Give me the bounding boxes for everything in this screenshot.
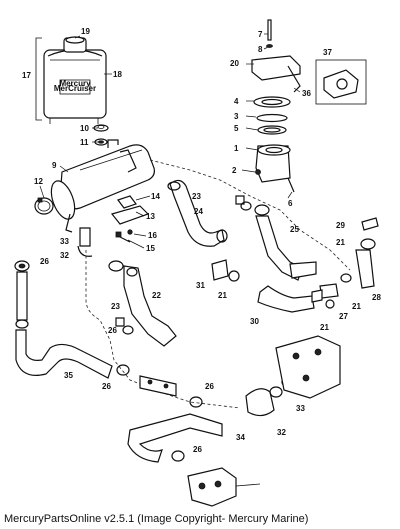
hose-routing-line-right: [149, 159, 351, 271]
copyright-caption: MercuryPartsOnline v2.5.1 (Image Copyrig…: [4, 513, 309, 525]
hose-33-32-upper[interactable]: [77, 227, 93, 257]
housing-cover-37[interactable]: [315, 59, 367, 105]
hose-30[interactable]: [211, 259, 339, 313]
callout-36: 36: [302, 89, 311, 98]
callout-23-lower: 23: [111, 302, 120, 311]
callout-21-lower: 21: [320, 323, 329, 332]
callout-21-center: 21: [218, 291, 227, 300]
callout-12: 12: [34, 177, 43, 186]
callout-17: 17: [22, 71, 31, 80]
callout-2: 2: [232, 166, 237, 175]
callout-22: 22: [152, 291, 161, 300]
hose-24[interactable]: [167, 179, 252, 247]
hose-25[interactable]: [254, 204, 317, 281]
callout-29: 29: [336, 221, 345, 230]
callout-21-upper-right: 21: [336, 238, 345, 247]
callout-24: 24: [194, 207, 203, 216]
callout-4: 4: [234, 97, 239, 106]
callout-10: 10: [80, 124, 89, 133]
callout-33-upper: 33: [60, 237, 69, 246]
hose-22[interactable]: [108, 260, 177, 347]
thermostat-housing-assembly[interactable]: [251, 19, 301, 193]
callout-15: 15: [146, 244, 155, 253]
callout-21-right: 21: [352, 302, 361, 311]
callout-26-lower-left: 26: [108, 326, 117, 335]
callout-3: 3: [234, 112, 239, 121]
callout-labels: 19 17 18 10 11 9 12 14 13 16 15 33 32 26…: [22, 27, 381, 454]
callout-23-center: 23: [192, 192, 201, 201]
callout-37: 37: [323, 48, 332, 57]
callout-18: 18: [113, 70, 122, 79]
engine-block-fragment-right: [275, 335, 341, 399]
callout-13: 13: [146, 212, 155, 221]
callout-14: 14: [151, 192, 160, 201]
leader-lines: [39, 33, 301, 249]
callout-30: 30: [250, 317, 259, 326]
callout-8: 8: [258, 45, 263, 54]
hose-clamp-12[interactable]: [34, 197, 54, 215]
callout-11: 11: [80, 138, 89, 147]
callout-6: 6: [288, 199, 293, 208]
callout-32-upper: 32: [60, 251, 69, 260]
callout-34: 34: [236, 433, 245, 442]
callout-33-lower: 33: [296, 404, 305, 413]
callout-26-left: 26: [40, 257, 49, 266]
callout-27: 27: [339, 312, 348, 321]
callout-9: 9: [52, 161, 57, 170]
mounting-bracket[interactable]: [110, 195, 150, 243]
callout-5: 5: [234, 124, 239, 133]
engine-block-fragment-bottom: [187, 467, 261, 507]
hose-28[interactable]: [340, 217, 379, 289]
callout-20: 20: [230, 59, 239, 68]
callout-16: 16: [148, 231, 157, 240]
cap-washer-parts[interactable]: [93, 124, 109, 146]
callout-32-lower: 32: [277, 428, 286, 437]
callout-28: 28: [372, 293, 381, 302]
callout-1: 1: [234, 144, 239, 153]
callout-26-bottom: 26: [193, 445, 202, 454]
callout-19: 19: [81, 27, 90, 36]
hose-routing-line-left: [85, 250, 241, 409]
callout-26-center: 26: [205, 382, 214, 391]
callout-31: 31: [196, 281, 205, 290]
coolant-reservoir[interactable]: Mercury MerCruiser: [35, 36, 107, 124]
callout-26-bottom-left: 26: [102, 382, 111, 391]
hose-35[interactable]: [14, 260, 130, 379]
callout-35: 35: [64, 371, 73, 380]
lower-hose-assembly[interactable]: [127, 375, 295, 463]
reservoir-brand-sublabel: MerCruiser: [54, 84, 96, 93]
reservoir-brand-label: Mercury: [59, 79, 91, 88]
callout-25: 25: [290, 225, 299, 234]
callout-7: 7: [258, 30, 263, 39]
heat-exchanger[interactable]: [47, 139, 155, 233]
